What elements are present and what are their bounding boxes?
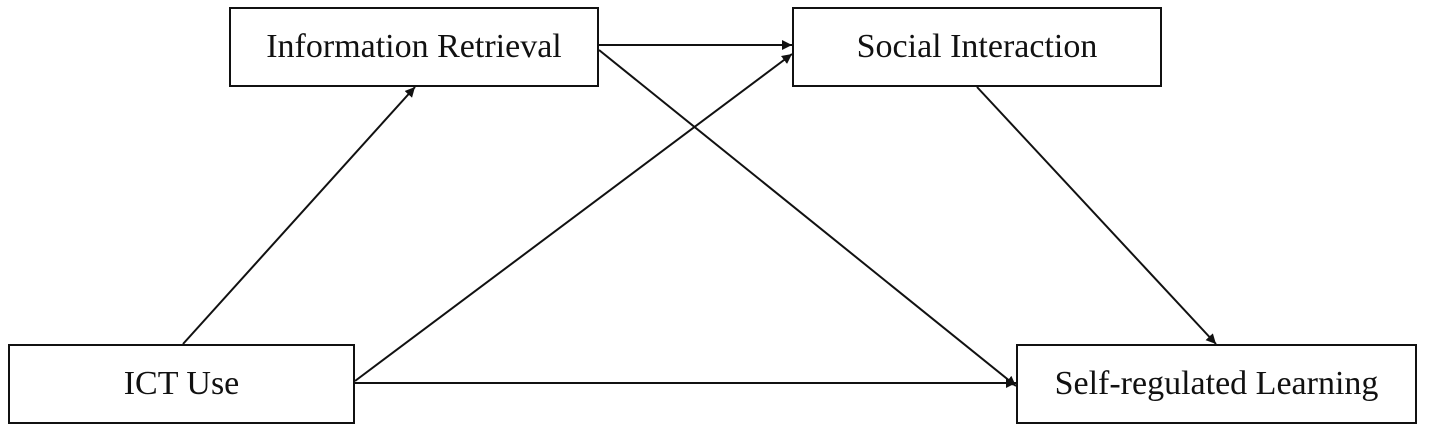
- node-self-regulated-learning: Self-regulated Learning: [1016, 344, 1417, 424]
- node-label-information-retrieval: Information Retrieval: [266, 28, 562, 65]
- node-label-ict-use: ICT Use: [123, 365, 240, 402]
- arrow-information-retrieval-to-self-regulated-learning: [598, 49, 1017, 387]
- node-label-social-interaction: Social Interaction: [856, 28, 1098, 65]
- node-information-retrieval: Information Retrieval: [229, 7, 599, 87]
- arrow-ict-to-social-interaction: [354, 53, 793, 382]
- arrow-social-interaction-to-self-regulated-learning: [976, 86, 1217, 345]
- node-ict-use: ICT Use: [8, 344, 355, 424]
- arrow-ict-to-information-retrieval: [182, 86, 416, 345]
- node-label-self-regulated-learning: Self-regulated Learning: [1054, 365, 1379, 402]
- node-social-interaction: Social Interaction: [792, 7, 1162, 87]
